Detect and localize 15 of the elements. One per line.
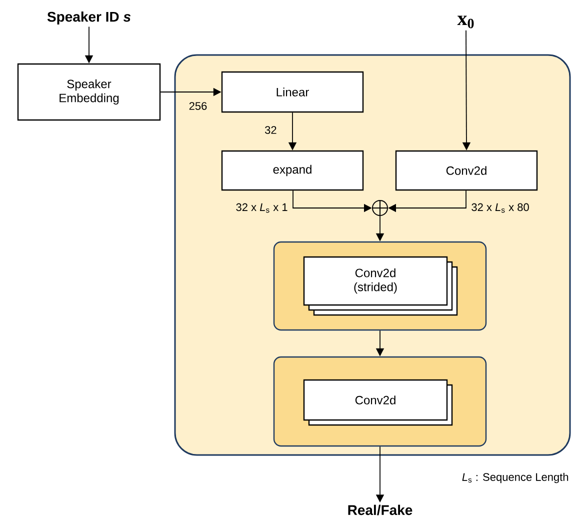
heading-text: Speaker ID s: [47, 11, 131, 25]
note-text: L$_{s}$ : Sequence Length: [462, 472, 568, 484]
stacked-layer-box: Conv2d: [303, 379, 453, 426]
edge-label: 32 x L$_{s}$ x 1: [236, 203, 288, 213]
layer-box: Linear: [221, 71, 364, 113]
layer-box: Conv2d: [395, 150, 538, 191]
edge-label: 32: [265, 126, 276, 134]
layer-box: expand: [221, 150, 364, 191]
input-symbol: x$_{0}$: [457, 16, 474, 28]
edge-label: 32 x L$_{s}$ x 80: [472, 203, 529, 213]
layer-box: Speaker Embedding: [17, 63, 161, 121]
sum-symbol: [372, 200, 388, 216]
heading-text: Real/Fake: [348, 504, 412, 516]
stacked-layer-box: Conv2d (strided): [303, 256, 458, 316]
edge-label: 256: [189, 102, 207, 110]
